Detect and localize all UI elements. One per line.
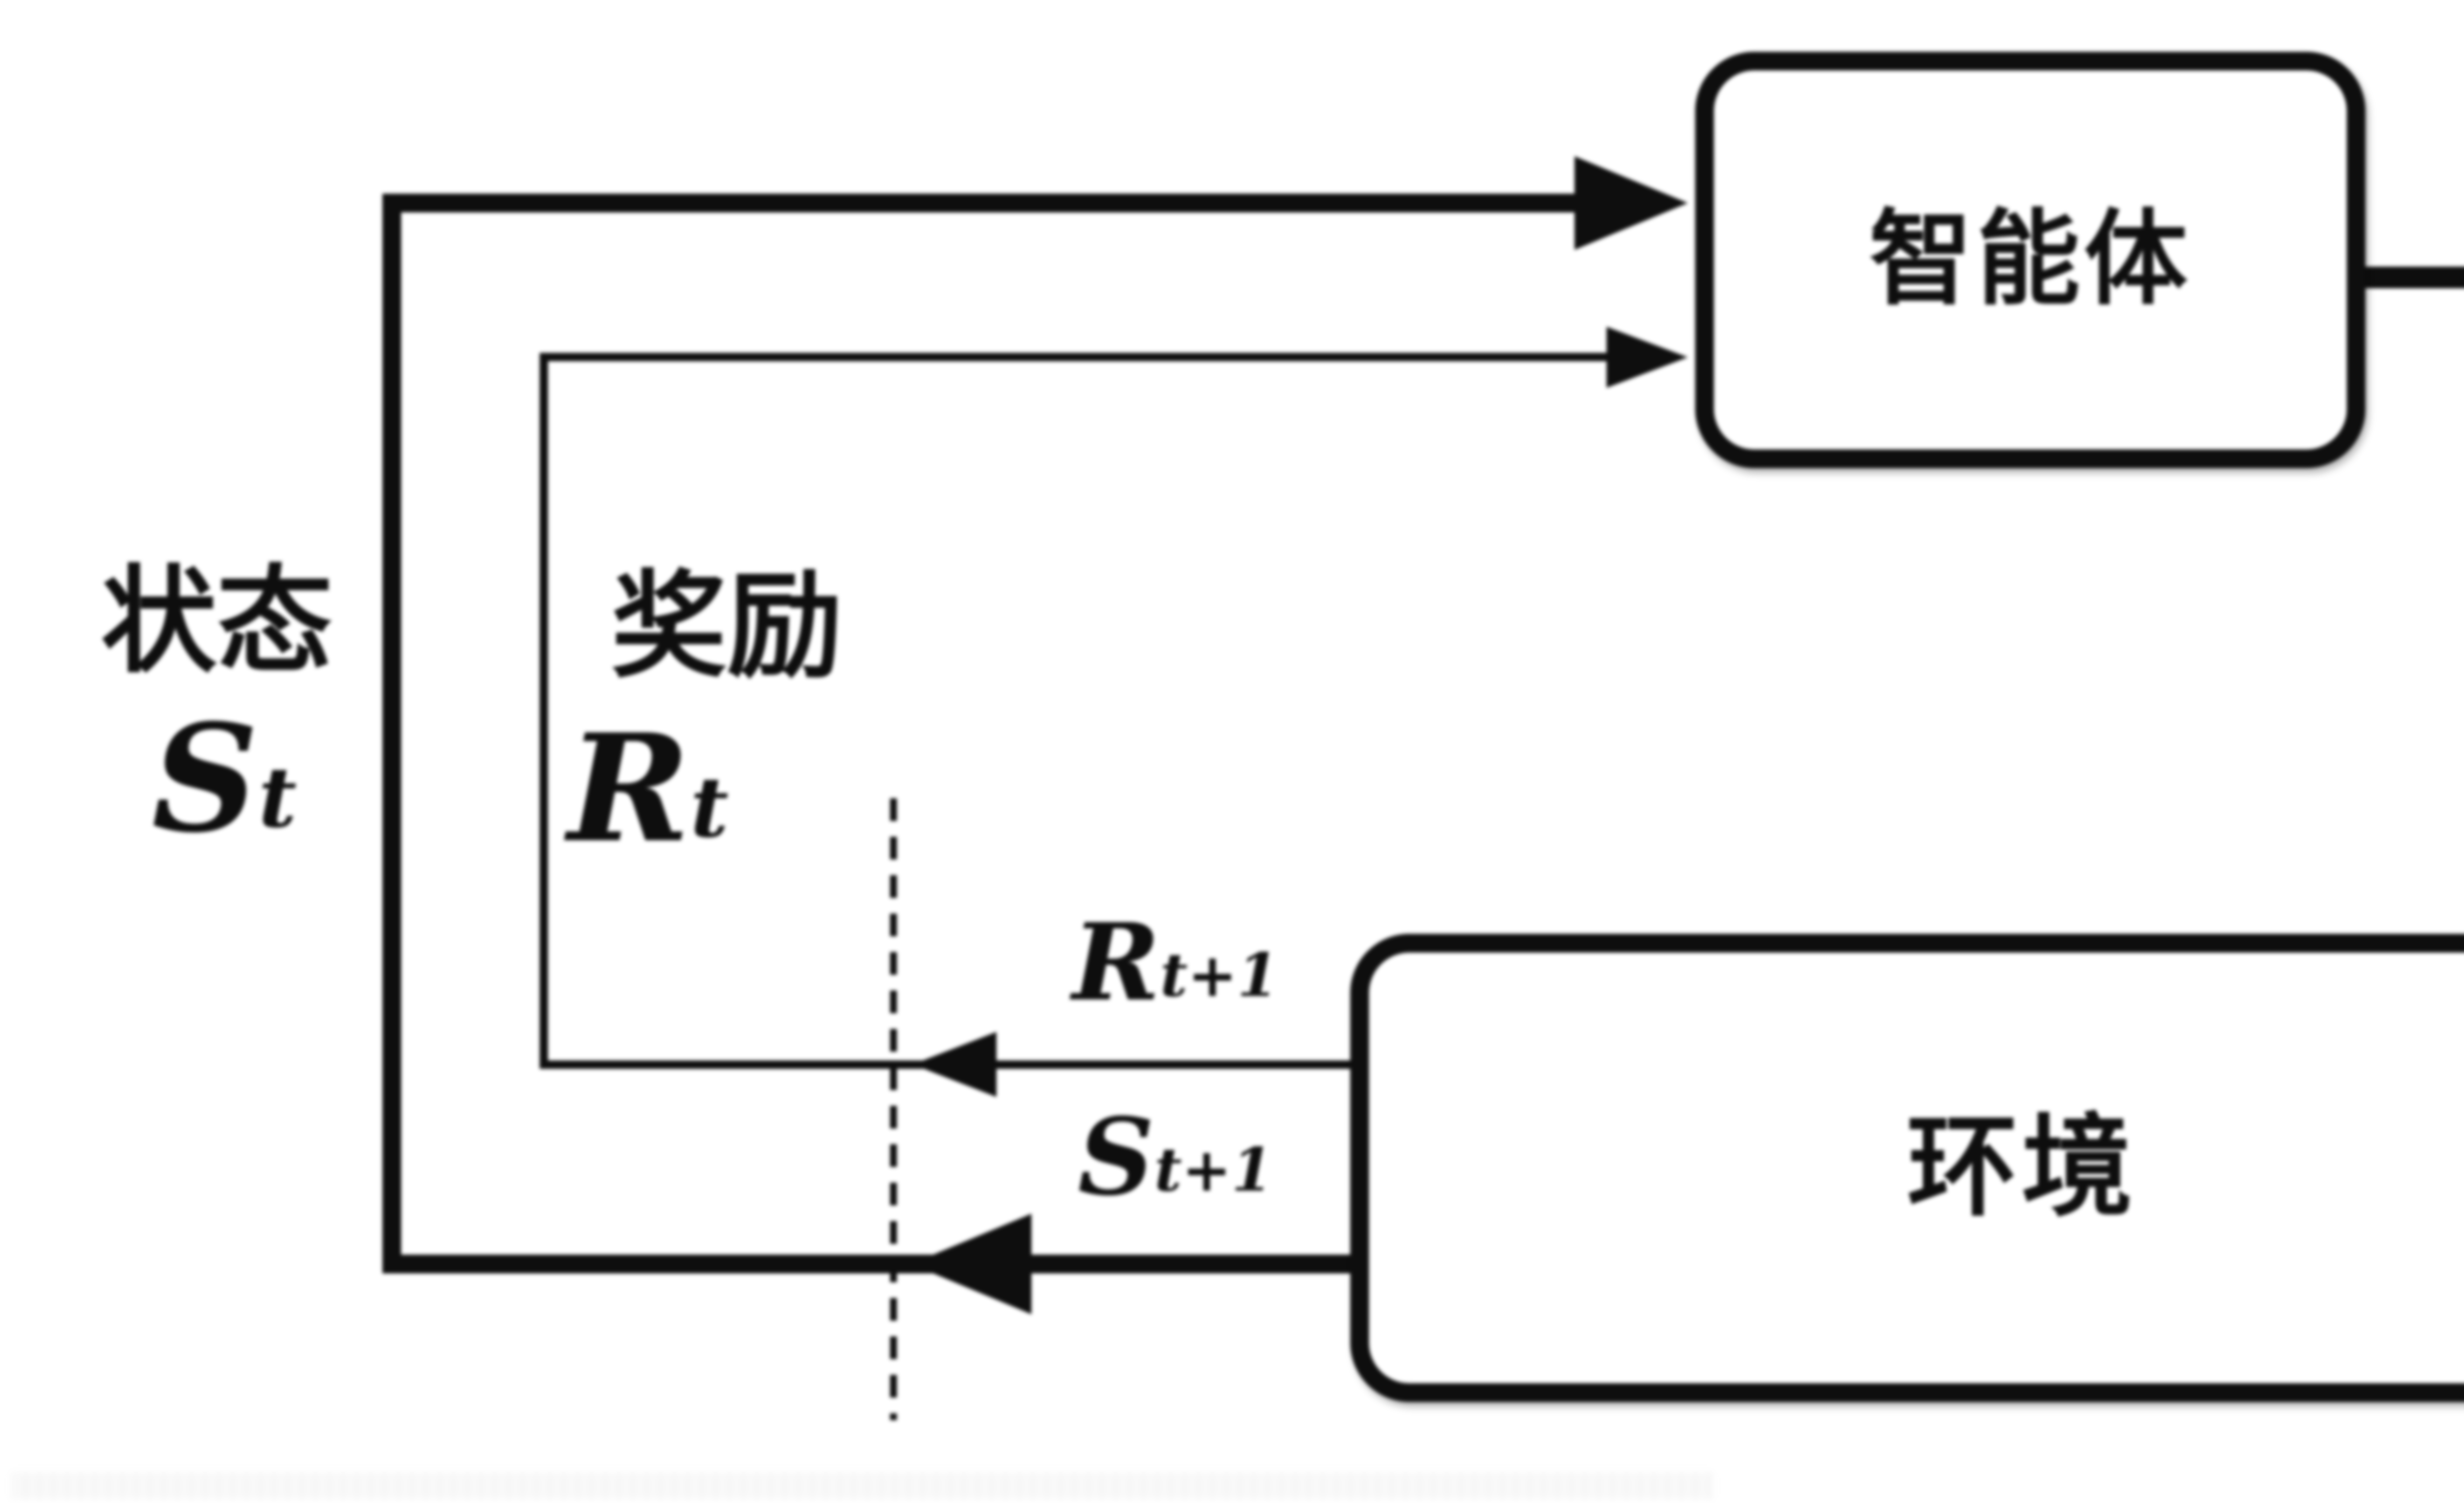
environment-box-label: 环境: [1907, 1106, 2137, 1230]
state-loop-line-top: [382, 194, 1587, 212]
arrow-into-agent-reward-icon: [1607, 327, 1688, 388]
agent-box: 智能体: [1695, 52, 2365, 468]
action-line-top: [2363, 267, 2464, 288]
arrow-state-return-icon: [911, 1214, 1031, 1314]
time-boundary-dashed-line: [890, 798, 897, 1420]
arrow-into-agent-state-icon: [1574, 156, 1688, 250]
reward-loop-line-vertical: [540, 353, 548, 1069]
illegible-caption-remnant: [12, 1472, 1712, 1499]
arrow-reward-return-icon: [913, 1032, 996, 1097]
agent-box-label: 智能体: [1869, 203, 2191, 317]
reward-loop-line-top: [540, 353, 1619, 361]
environment-box: 环境: [1350, 934, 2464, 1402]
state-loop-line-vertical: [382, 194, 401, 1273]
state-label: 状态: [101, 558, 333, 686]
state-return-line: [382, 1255, 1354, 1273]
reward-label: 奖励: [611, 563, 843, 691]
